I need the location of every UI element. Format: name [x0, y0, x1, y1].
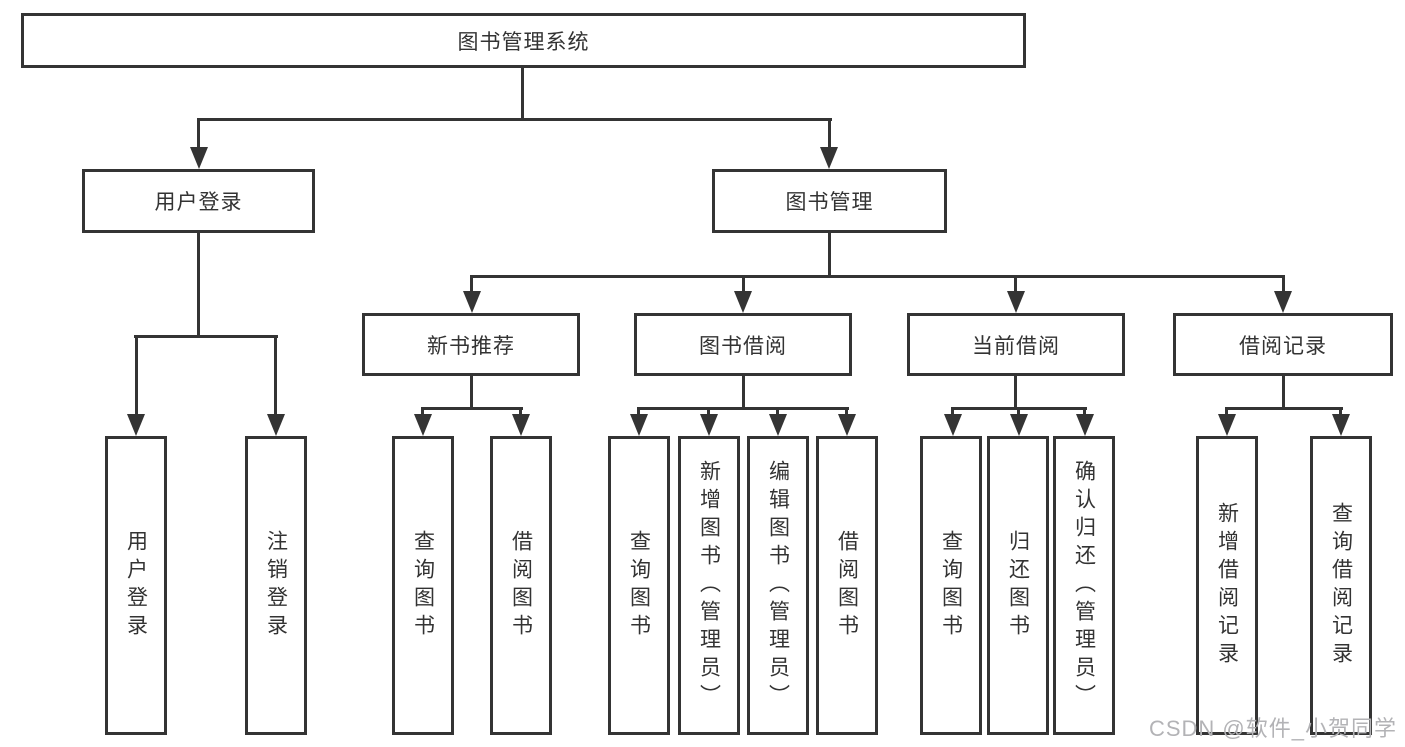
- leaf-borrow-books: 借阅图书: [816, 436, 878, 735]
- leaf-add-borrow-record: 新增借阅记录: [1196, 436, 1258, 735]
- connector-root-trunk: [521, 68, 524, 119]
- connector-shaft: [707, 407, 710, 417]
- leaf-query-books: 查询图书: [920, 436, 982, 735]
- arrowhead-down: [267, 414, 285, 436]
- leaf-query-books: 查询图书: [608, 436, 670, 735]
- connector-bar: [134, 335, 278, 338]
- connector-shaft: [421, 407, 424, 417]
- connector-shaft: [637, 407, 640, 417]
- connector-level2-bar: [197, 118, 832, 121]
- node-label: 确认归还（管理员）: [1072, 459, 1096, 712]
- connector-shaft: [1083, 407, 1086, 417]
- connector-shaft: [197, 118, 200, 149]
- arrowhead-down: [734, 291, 752, 313]
- node-label: 借阅图书: [835, 529, 859, 642]
- csdn-watermark: CSDN @软件_小贺同学: [1148, 716, 1397, 741]
- node-label: 新增图书（管理员）: [697, 459, 721, 712]
- node-current-borrow: 当前借阅: [907, 313, 1125, 376]
- connector-shaft: [1339, 407, 1342, 417]
- connector-trunk: [1014, 376, 1017, 407]
- node-user-login: 用户登录: [82, 169, 315, 233]
- node-label: 查询图书: [411, 529, 435, 642]
- node-label: 用户登录: [154, 191, 243, 214]
- arrowhead-down: [1010, 414, 1028, 436]
- arrowhead-down: [630, 414, 648, 436]
- connector-trunk: [197, 233, 200, 335]
- leaf-add-books-admin: 新增图书（管理员）: [678, 436, 740, 735]
- node-label: 新增借阅记录: [1215, 501, 1239, 670]
- node-label: 查询图书: [939, 529, 963, 642]
- connector-trunk: [742, 376, 745, 407]
- node-label: 查询图书: [627, 529, 651, 642]
- arrowhead-down: [414, 414, 432, 436]
- connector-level3-bar: [471, 275, 1284, 278]
- leaf-query-books: 查询图书: [392, 436, 454, 735]
- node-book-borrow: 图书借阅: [634, 313, 852, 376]
- arrowhead-down: [463, 291, 481, 313]
- node-book-management: 图书管理: [712, 169, 947, 233]
- connector-bar: [1225, 407, 1343, 410]
- arrowhead-down: [944, 414, 962, 436]
- arrowhead-down: [1007, 291, 1025, 313]
- arrowhead-down: [700, 414, 718, 436]
- connector-shaft: [274, 335, 277, 416]
- connector-trunk: [1282, 376, 1285, 407]
- arrowhead-down: [769, 414, 787, 436]
- arrowhead-down: [512, 414, 530, 436]
- leaf-logout: 注销登录: [245, 436, 307, 735]
- arrowhead-down: [127, 414, 145, 436]
- connector-shaft: [951, 407, 954, 417]
- connector-shaft: [519, 407, 522, 417]
- arrowhead-down: [1076, 414, 1094, 436]
- node-new-book-recommend: 新书推荐: [362, 313, 580, 376]
- leaf-query-borrow-record: 查询借阅记录: [1310, 436, 1372, 735]
- node-label: 归还图书: [1006, 529, 1030, 642]
- connector-shaft: [742, 275, 745, 293]
- node-library-system: 图书管理系统: [21, 13, 1026, 68]
- connector-shaft: [1014, 275, 1017, 293]
- node-label: 借阅图书: [509, 529, 533, 642]
- leaf-edit-books-admin: 编辑图书（管理员）: [747, 436, 809, 735]
- arrowhead-down: [1332, 414, 1350, 436]
- arrowhead-down: [1218, 414, 1236, 436]
- connector-shaft: [470, 275, 473, 293]
- node-label: 新书推荐: [427, 334, 515, 358]
- arrowhead-down: [838, 414, 856, 436]
- node-label: 借阅记录: [1239, 334, 1327, 358]
- connector-shaft: [1225, 407, 1228, 417]
- node-label: 当前借阅: [972, 334, 1060, 358]
- node-label: 注销登录: [264, 529, 288, 642]
- connector-trunk: [828, 233, 831, 277]
- leaf-confirm-return-admin: 确认归还（管理员）: [1053, 436, 1115, 735]
- connector-shaft: [845, 407, 848, 417]
- node-label: 图书管理系统: [457, 30, 590, 54]
- connector-bar: [637, 407, 849, 410]
- arrowhead-down: [820, 147, 838, 169]
- node-borrow-records: 借阅记录: [1173, 313, 1393, 376]
- leaf-borrow-books: 借阅图书: [490, 436, 552, 735]
- connector-shaft: [135, 335, 138, 416]
- connector-shaft: [1282, 275, 1285, 293]
- arrowhead-down: [1274, 291, 1292, 313]
- connector-shaft: [828, 118, 831, 149]
- node-label: 用户登录: [124, 529, 148, 642]
- connector-shaft: [1017, 407, 1020, 417]
- connector-shaft: [776, 407, 779, 417]
- node-label: 查询借阅记录: [1329, 501, 1353, 670]
- node-label: 图书管理: [785, 191, 874, 214]
- node-label: 编辑图书（管理员）: [766, 459, 790, 712]
- connector-bar: [421, 407, 523, 410]
- connector-trunk: [470, 376, 473, 407]
- leaf-return-books: 归还图书: [987, 436, 1049, 735]
- leaf-user-login: 用户登录: [105, 436, 167, 735]
- arrowhead-down: [190, 147, 208, 169]
- node-label: 图书借阅: [699, 334, 787, 358]
